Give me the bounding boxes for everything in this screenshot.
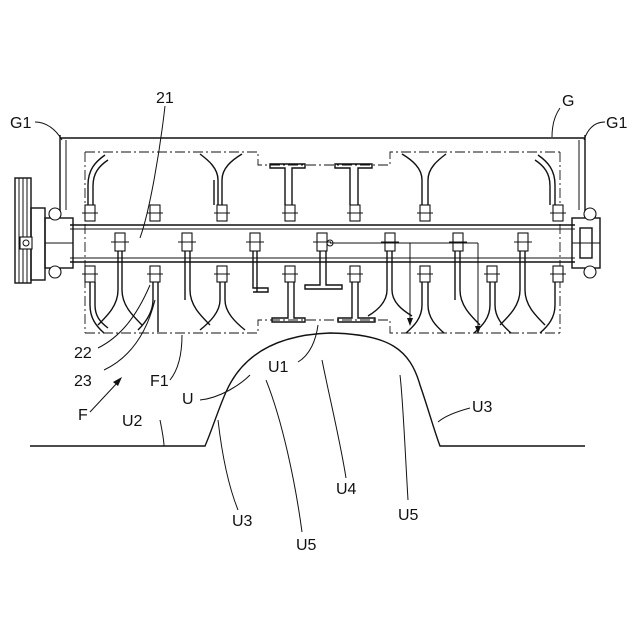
label-g1-right: G1: [606, 115, 627, 132]
upper-blades: [88, 154, 555, 205]
label-22: 22: [74, 345, 92, 362]
label-u2: U2: [122, 413, 143, 430]
label-u5-left: U5: [296, 537, 317, 554]
label-u3-right: U3: [472, 399, 493, 416]
label-u3-left: U3: [232, 513, 253, 530]
label-f1: F1: [150, 373, 169, 390]
label-u: U: [182, 391, 194, 408]
reference-labels: 21 G G1 G1 22 23 F F1 U U1 U2 U3 U3 U4 U…: [10, 90, 627, 554]
label-g1-left: G1: [10, 115, 31, 132]
label-21: 21: [156, 90, 174, 107]
label-u5-right: U5: [398, 507, 419, 524]
label-f: F: [78, 407, 88, 424]
left-drive-pulley: [15, 178, 73, 283]
label-g: G: [562, 93, 574, 110]
leader-lines: [35, 106, 605, 532]
lower-blades: [90, 251, 555, 333]
shaft-bolts: [111, 233, 532, 251]
cover-g: [60, 135, 585, 215]
direction-arrow-f: [90, 377, 122, 412]
label-23: 23: [74, 373, 92, 390]
label-u4: U4: [336, 481, 357, 498]
right-bearing: [572, 208, 600, 278]
label-u1: U1: [268, 359, 289, 376]
ridge-profile: [30, 333, 585, 446]
